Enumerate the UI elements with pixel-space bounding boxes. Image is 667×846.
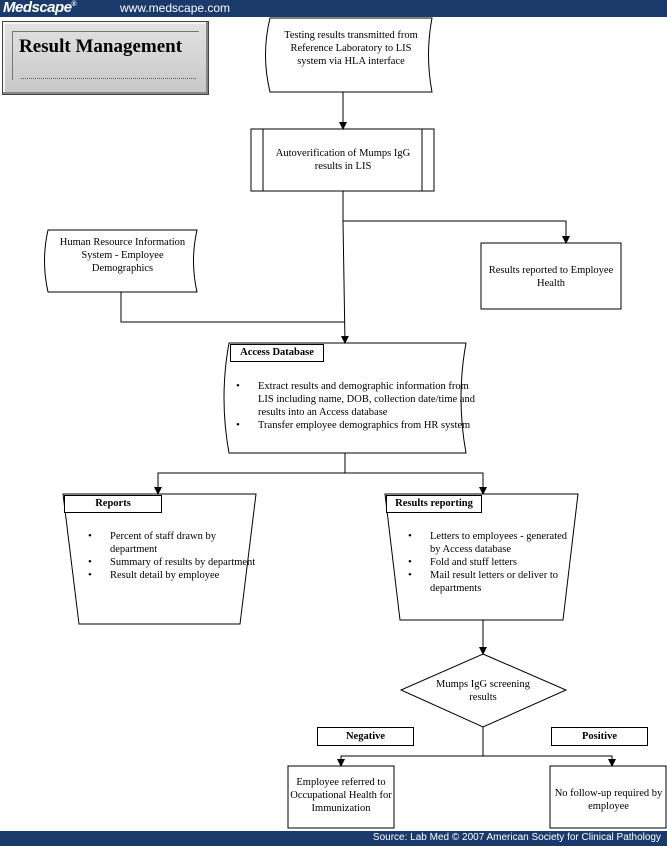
list-item: Percent of staff drawn by department [88, 530, 260, 556]
results-reporting-header: Results reporting [386, 495, 482, 513]
hr-node-label: Human Resource Information System - Empl… [59, 237, 186, 274]
employee-health-node-shape [480, 242, 622, 310]
hr-node-shape [44, 229, 198, 293]
list-item: Transfer employee demographics from HR s… [236, 419, 478, 432]
edge-access-results [345, 472, 487, 495]
positive-outcome-label: No follow-up required by employee [554, 788, 663, 812]
negative-outcome-node-shape [287, 765, 395, 829]
reports-list: Percent of staff drawn by department Sum… [88, 530, 260, 582]
decision-node-label: Mumps IgG screening results [436, 679, 530, 703]
testing-node-label: Testing results transmitted from Referen… [284, 30, 418, 67]
list-item: Result detail by employee [88, 569, 260, 582]
autoverification-node-label: Autoverification of Mumps IgG results in… [275, 148, 411, 172]
edge-hr-access [120, 292, 345, 323]
results-reporting-list: Letters to employees - generated by Acce… [408, 530, 580, 595]
header-bar: Medscape® www.medscape.com [0, 0, 667, 17]
edge-access-split [154, 453, 346, 495]
edge-autoverification-employee-health [342, 191, 570, 244]
negative-outcome-label: Employee referred to Occupational Health… [290, 777, 392, 814]
footer-bar: Source: Lab Med © 2007 American Society … [0, 831, 667, 846]
title-underline [21, 78, 196, 79]
negative-branch-label: Negative [317, 727, 414, 746]
list-item: Fold and stuff letters [408, 556, 580, 569]
employee-health-node-label: Results reported to Employee Health [488, 265, 614, 289]
medscape-logo[interactable]: Medscape® [3, 0, 77, 16]
list-item: Summary of results by department [88, 556, 260, 569]
reports-header: Reports [64, 495, 162, 513]
testing-node-shape [265, 17, 433, 93]
edge-decision-negative [337, 727, 484, 767]
access-db-list: Extract results and demographic informat… [236, 380, 478, 432]
list-item: Letters to employees - generated by Acce… [408, 530, 580, 556]
title-panel: Result Management [2, 21, 209, 95]
edge-autoverification-access [340, 220, 349, 344]
access-db-header: Access Database [230, 344, 324, 362]
list-item: Mail result letters or deliver to depart… [408, 569, 580, 595]
positive-outcome-node-shape [549, 765, 667, 829]
source-credit: Source: Lab Med © 2007 American Society … [372, 832, 661, 843]
autoverification-node-shape [250, 128, 435, 192]
site-url[interactable]: www.medscape.com [120, 1, 231, 15]
positive-branch-label: Positive [551, 727, 648, 746]
page-title: Result Management [19, 36, 183, 57]
title-panel-inner [12, 31, 199, 80]
list-item: Extract results and demographic informat… [236, 380, 478, 419]
edge-decision-positive [483, 755, 616, 767]
